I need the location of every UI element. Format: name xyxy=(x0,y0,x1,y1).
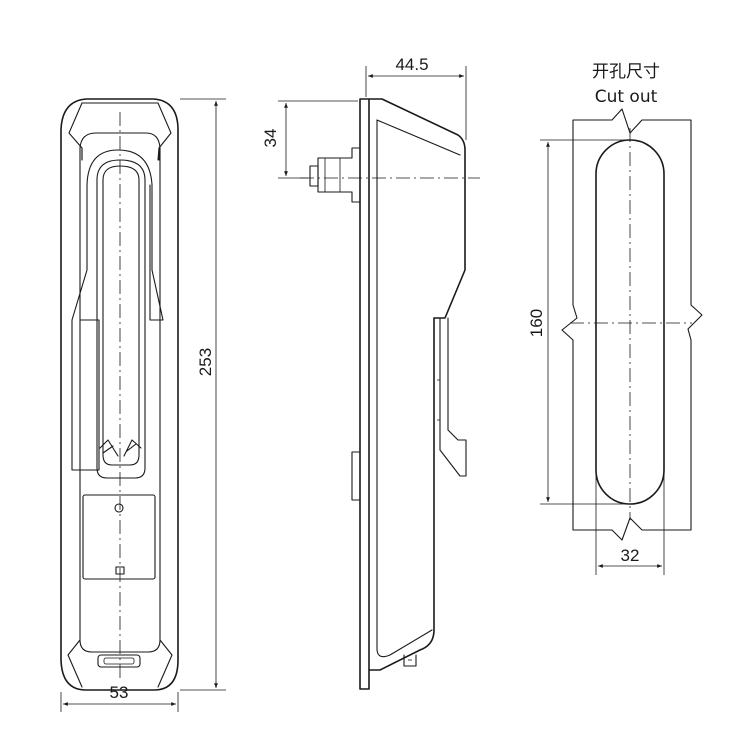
front-view xyxy=(60,98,179,691)
side-offset-label: 34 xyxy=(261,129,280,148)
front-lock-hole xyxy=(114,503,124,513)
front-inner-panel xyxy=(79,132,161,653)
side-bottom-screw xyxy=(403,654,417,667)
side-view xyxy=(300,98,480,690)
cutout-width-label: 32 xyxy=(621,546,640,565)
front-height-dimension: 253 xyxy=(180,98,226,691)
cutout-sheet-outline xyxy=(561,108,703,541)
front-height-label: 253 xyxy=(196,348,215,376)
front-width-dimension: 53 xyxy=(60,683,179,712)
front-lock-box xyxy=(82,494,156,580)
front-width-label: 53 xyxy=(110,683,129,702)
side-depth-label: 44.5 xyxy=(395,55,428,74)
front-arrow-marks xyxy=(99,439,142,457)
cutout-width-dimension: 32 xyxy=(595,324,665,575)
cutout-view: 开孔尺寸 Cut out xyxy=(561,62,703,541)
front-bottom-bezel xyxy=(67,639,173,688)
cutout-title-cn: 开孔尺寸 xyxy=(592,62,660,82)
front-outer-body xyxy=(60,98,179,691)
side-base-plate xyxy=(359,98,370,690)
side-body-profile xyxy=(369,98,466,671)
side-lower-tab xyxy=(351,451,361,501)
cutout-title-en: Cut out xyxy=(595,87,658,107)
cutout-height-label: 160 xyxy=(527,309,546,337)
side-spindle xyxy=(317,147,361,203)
side-depth-dimension: 44.5 xyxy=(365,55,467,140)
cutout-height-dimension: 160 xyxy=(527,139,630,505)
side-handle-lip xyxy=(439,317,467,477)
side-offset-dimension: 34 xyxy=(261,100,358,179)
front-handle-shank xyxy=(71,149,119,471)
front-bottom-slot xyxy=(97,654,141,668)
front-handle-grip xyxy=(96,159,146,479)
